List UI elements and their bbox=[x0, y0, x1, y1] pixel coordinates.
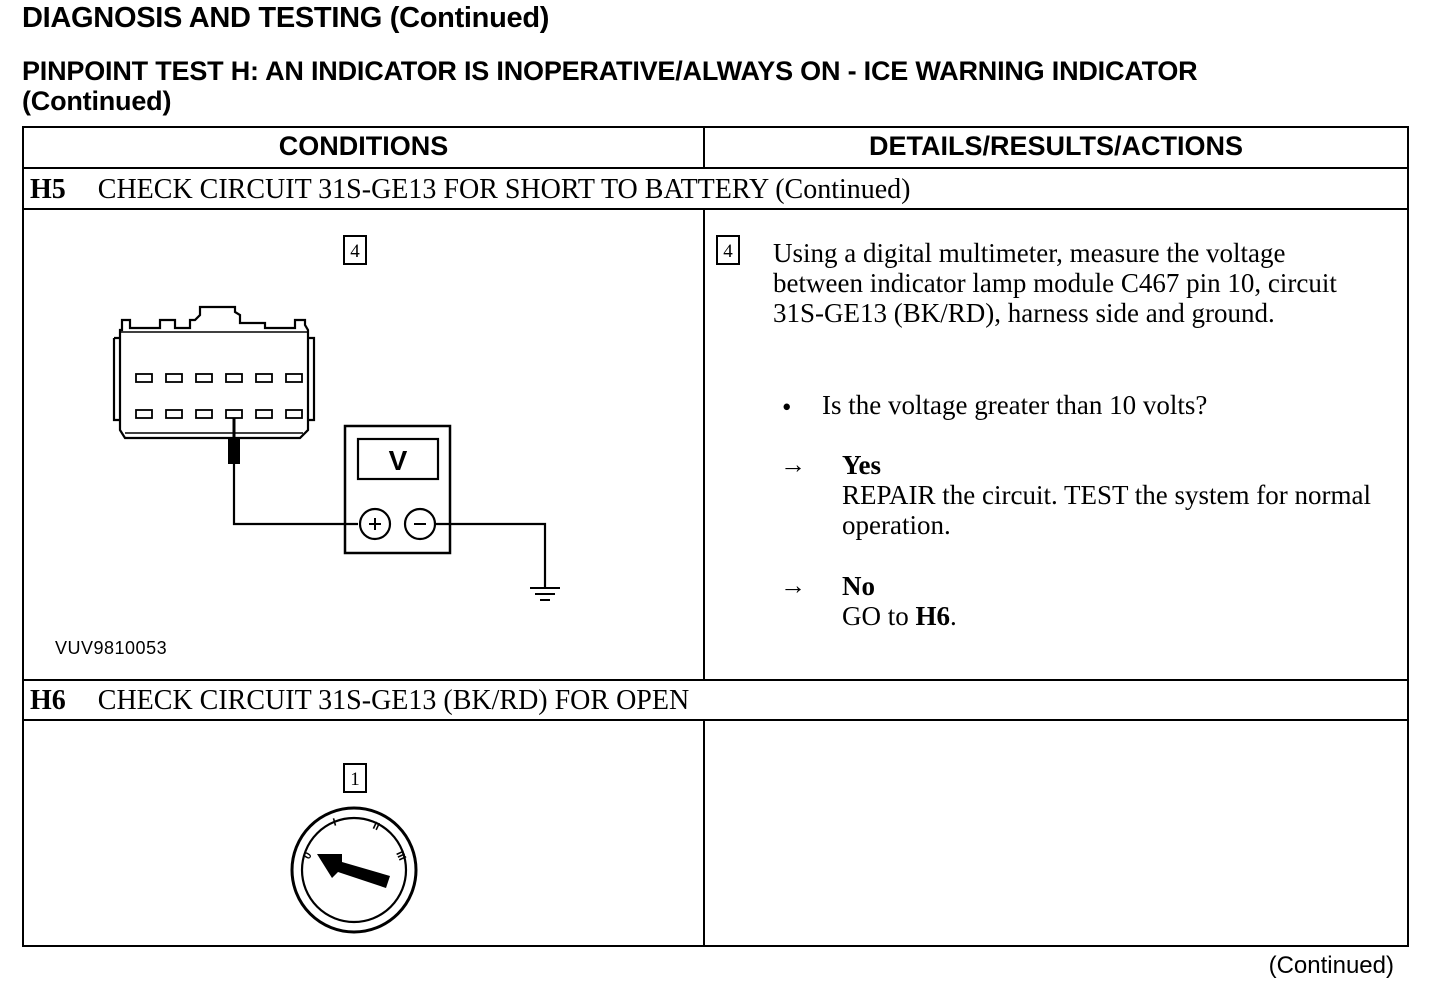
test-probe bbox=[228, 418, 358, 526]
table-right-border bbox=[1407, 126, 1409, 947]
yes-action: REPAIR the circuit. TEST the system for … bbox=[842, 480, 1371, 540]
bullet-icon: • bbox=[782, 392, 792, 422]
h5-title-divider bbox=[22, 208, 1409, 210]
no-label: No bbox=[842, 571, 875, 601]
column-header-details: DETAILS/RESULTS/ACTIONS bbox=[868, 131, 1243, 161]
connector-pins bbox=[135, 373, 303, 419]
h6-title-divider bbox=[22, 719, 1409, 721]
continued-footer: (Continued) bbox=[1268, 952, 1394, 979]
ignition-key-pointer bbox=[317, 854, 390, 888]
step-h5-heading: H5 CHECK CIRCUIT 31S-GE13 FOR SHORT TO BA… bbox=[30, 174, 911, 206]
meter-label: V bbox=[389, 445, 408, 476]
step-h6-id: H6 bbox=[30, 685, 66, 716]
no-arrow-icon: → bbox=[780, 571, 806, 600]
column-divider-h6 bbox=[703, 720, 705, 946]
ignition-pos-2: II bbox=[371, 820, 382, 833]
step-h6-heading: H6 CHECK CIRCUIT 31S-GE13 (BK/RD) FOR OPE… bbox=[30, 685, 689, 717]
ignition-switch-icon: 0 I II III bbox=[290, 806, 418, 934]
table-top-border bbox=[22, 126, 1409, 128]
h5-instruction: Using a digital multimeter, measure the … bbox=[773, 238, 1337, 328]
figure-code: VUV9810053 bbox=[55, 638, 168, 658]
no-action: GO to H6. bbox=[842, 601, 1372, 631]
ground-icon bbox=[435, 522, 560, 601]
pinpoint-test-title: PINPOINT TEST H: AN INDICATOR IS INOPERA… bbox=[22, 56, 1198, 116]
column-divider-header bbox=[703, 126, 705, 169]
column-divider-h5 bbox=[703, 209, 705, 681]
step-h5-title: CHECK CIRCUIT 31S-GE13 FOR SHORT TO BATT… bbox=[97, 174, 911, 205]
h5-question: Is the voltage greater than 10 volts? bbox=[822, 390, 1208, 420]
column-header-conditions: CONDITIONS bbox=[278, 131, 449, 161]
no-action-link-h6[interactable]: H6 bbox=[915, 601, 951, 631]
step-h6-title: CHECK CIRCUIT 31S-GE13 (BK/RD) FOR OPEN bbox=[97, 685, 690, 716]
connector-multimeter-diagram: V bbox=[112, 305, 560, 601]
no-action-suffix: . bbox=[950, 601, 957, 631]
h6-substep-box-conditions: 1 bbox=[343, 763, 367, 793]
table-left-border bbox=[22, 126, 24, 947]
test-title-line-1: PINPOINT TEST H: AN INDICATOR IS INOPERA… bbox=[22, 56, 1198, 86]
h5-body-divider bbox=[22, 679, 1409, 681]
yes-arrow-icon: → bbox=[780, 450, 806, 479]
yes-label: Yes bbox=[842, 450, 881, 480]
multimeter-icon: V bbox=[343, 424, 452, 555]
h5-substep-box-conditions: 4 bbox=[343, 235, 367, 265]
table-bottom-border bbox=[22, 945, 1409, 947]
step-h5-id: H5 bbox=[30, 174, 66, 205]
ignition-pos-0: 0 bbox=[301, 850, 314, 861]
ignition-pos-1: I bbox=[332, 817, 338, 829]
header-row-divider bbox=[22, 167, 1409, 169]
h5-substep-box-details: 4 bbox=[716, 235, 740, 265]
no-action-prefix: GO to bbox=[842, 601, 916, 631]
test-title-line-2: (Continued) bbox=[22, 86, 172, 116]
page-title: DIAGNOSIS AND TESTING (Continued) bbox=[22, 2, 550, 34]
connector-c467 bbox=[112, 305, 316, 440]
